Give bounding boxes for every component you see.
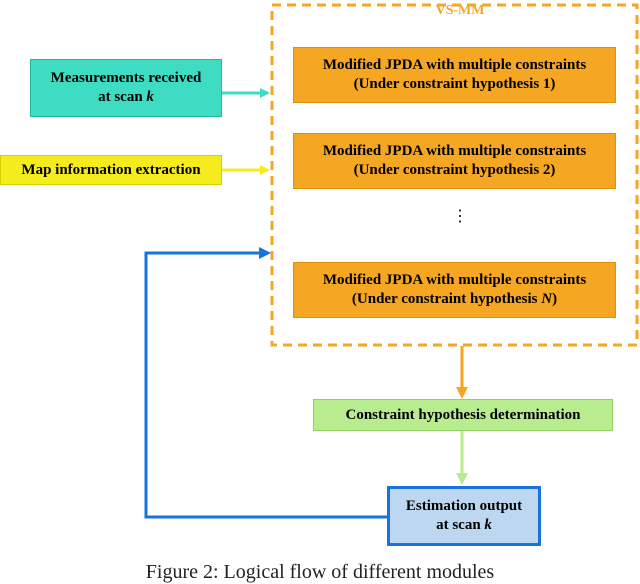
estimation-line1: Estimation output: [405, 498, 523, 514]
estimation-line2: at scan k: [436, 517, 492, 533]
measurements-line1: Measurements received: [50, 70, 202, 86]
jpda-line2: (Under constraint hypothesis 1): [353, 76, 556, 92]
estimation-output-box: Estimation output at scan k: [387, 486, 541, 546]
map-info-label: Map information extraction: [21, 161, 201, 178]
constraint-label: Constraint hypothesis determination: [345, 406, 581, 423]
constraint-hypothesis-box: Constraint hypothesis determination: [313, 399, 613, 431]
jpda-line1: Modified JPDA with multiple constraints: [322, 143, 587, 159]
measurements-line2: at scan k: [98, 89, 154, 105]
measurements-box: Measurements received at scan k: [30, 59, 222, 117]
figure-caption: Figure 2: Logical flow of different modu…: [145, 561, 495, 583]
jpda-box-1: Modified JPDA with multiple constraints …: [293, 47, 616, 103]
jpda-line2: (Under constraint hypothesis N): [351, 291, 558, 307]
jpda-line1: Modified JPDA with multiple constraints: [322, 57, 587, 73]
scan-variable: k: [146, 89, 154, 105]
feedback-arrow: [144, 247, 387, 519]
vsmm-label: VS-MM: [435, 3, 485, 18]
ellipsis-vertical: ⋮: [452, 208, 468, 225]
jpda-box-2: Modified JPDA with multiple constraints …: [293, 133, 616, 189]
jpda-line2: (Under constraint hypothesis 2): [353, 162, 556, 178]
jpda-line1: Modified JPDA with multiple constraints: [322, 272, 587, 288]
vsmm-dashed-container: [270, 3, 639, 347]
map-info-box: Map information extraction: [0, 155, 222, 185]
scan-variable: k: [484, 517, 492, 533]
jpda-box-n: Modified JPDA with multiple constraints …: [293, 262, 616, 318]
